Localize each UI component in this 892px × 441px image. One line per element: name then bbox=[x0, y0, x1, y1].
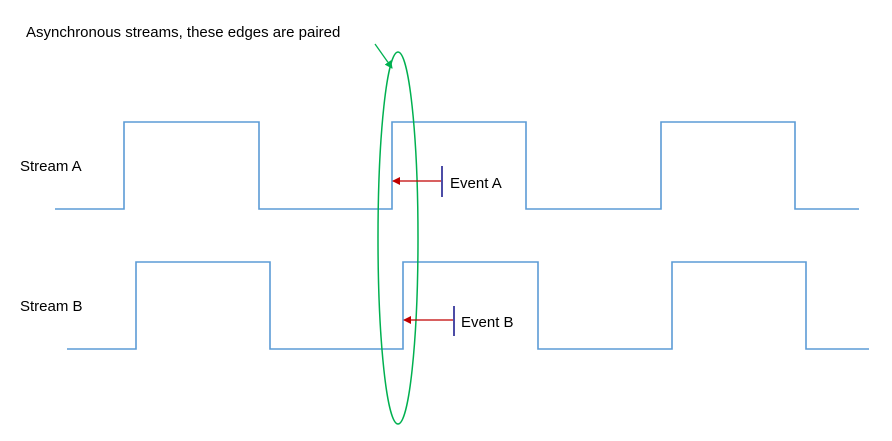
annotation-arrow bbox=[374, 43, 393, 69]
stream-a-label: Stream A bbox=[20, 158, 82, 175]
stream-a-waveform bbox=[55, 121, 859, 210]
stream-b-label: Stream B bbox=[20, 298, 83, 315]
stream-b-waveform bbox=[67, 261, 869, 350]
event-a-label: Event A bbox=[450, 175, 502, 192]
annotation-text: Asynchronous streams, these edges are pa… bbox=[26, 24, 340, 41]
event-b-label: Event B bbox=[461, 314, 514, 331]
paired-edges-ellipse bbox=[377, 51, 419, 425]
